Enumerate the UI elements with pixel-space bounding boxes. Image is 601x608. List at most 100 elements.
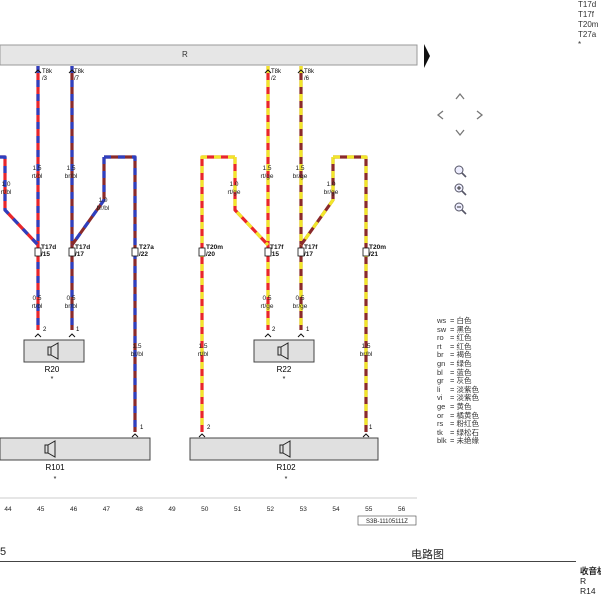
wire-size: 1.5 bbox=[66, 165, 75, 172]
column-number: 56 bbox=[398, 506, 406, 513]
legend-row: rs= 粉红色 bbox=[437, 419, 479, 429]
side-note-item: T20m bbox=[578, 20, 599, 29]
component-r101: R101 * 1 bbox=[0, 425, 151, 483]
legend-row: sw= 黑色 bbox=[437, 324, 479, 335]
pin-code: T8k bbox=[271, 69, 282, 75]
pin-label-p2: T8k /7 bbox=[74, 69, 85, 82]
zoom-fit-icon[interactable] bbox=[453, 164, 467, 178]
pin-label-p4: T8k /6 bbox=[304, 69, 315, 82]
terminal-arrow bbox=[297, 333, 305, 338]
wire-color: rt/bl bbox=[1, 189, 12, 196]
pin-num: /6 bbox=[304, 76, 310, 82]
legend-meaning: = 蓝色 bbox=[450, 367, 472, 377]
legend-code: ws bbox=[437, 316, 447, 325]
connector-code: T27a bbox=[139, 244, 154, 251]
legend-code: gn bbox=[437, 358, 446, 368]
side-note-item: T17d bbox=[578, 0, 597, 9]
legend-meaning: = 淡紫色 bbox=[450, 384, 479, 394]
pin-num: /2 bbox=[271, 76, 277, 82]
connector-glyph bbox=[362, 247, 370, 257]
legend-row: gn= 绿色 bbox=[437, 358, 479, 369]
pin-num: /7 bbox=[74, 76, 80, 82]
wire-color: br/bl bbox=[65, 173, 78, 180]
component-name: R22 bbox=[277, 365, 292, 374]
side-note-item: T17f bbox=[578, 10, 595, 19]
speaker-cone bbox=[50, 342, 59, 360]
legend-code: bl bbox=[437, 367, 443, 377]
legend-meaning: = 橘黄色 bbox=[450, 410, 479, 420]
wire-br-bl-48 bbox=[104, 155, 137, 432]
column-number: 53 bbox=[300, 506, 308, 513]
terminal-arrow bbox=[68, 69, 76, 74]
wire-layer bbox=[0, 66, 368, 432]
legend-meaning: = 红色 bbox=[450, 341, 472, 351]
footer-title: 电路图 bbox=[411, 549, 444, 561]
connector-glyph bbox=[198, 247, 206, 257]
legend-meaning: = 红色 bbox=[450, 333, 472, 343]
wire-size: 1.0 bbox=[98, 197, 107, 204]
legend-row: or = 橘黄色 bbox=[437, 410, 479, 421]
chevron-down-icon[interactable] bbox=[454, 127, 466, 139]
wire-size: 1.0 bbox=[229, 181, 238, 188]
terminal-arrow bbox=[264, 69, 272, 74]
wire-color: rt/ge bbox=[260, 303, 273, 310]
connector-glyph bbox=[131, 247, 139, 257]
terminal-arrow bbox=[34, 69, 42, 74]
legend-row: br= 褐色 bbox=[437, 351, 479, 360]
bottom-info-title: 收音机 bbox=[580, 566, 601, 576]
wire-color: br/bl bbox=[97, 205, 110, 212]
legend-row: ge= 黄色 bbox=[437, 402, 479, 412]
bottom-info-item: R14 bbox=[580, 586, 596, 596]
wire-branch-br-bl-stripe bbox=[70, 157, 106, 246]
terminal-number: 2 bbox=[272, 327, 276, 333]
legend-meaning: = 绿松石 bbox=[450, 427, 479, 437]
zoom-in-icon[interactable] bbox=[453, 182, 467, 196]
wire-size: 1.5 bbox=[295, 165, 304, 172]
column-number: 47 bbox=[103, 506, 111, 513]
wire-color: rt/ge bbox=[260, 173, 273, 180]
component-mark: * bbox=[54, 476, 57, 483]
terminal-arrow bbox=[34, 333, 42, 338]
r20-body bbox=[23, 339, 85, 363]
pin-label-p3: T8k /2 bbox=[271, 69, 282, 82]
component-mark: * bbox=[283, 376, 286, 383]
connector-num: /15 bbox=[270, 251, 279, 258]
connector-num: /17 bbox=[304, 251, 313, 258]
legend-meaning: = 淡紫色 bbox=[450, 393, 479, 403]
terminal-number: 1 bbox=[306, 327, 310, 333]
wire-rt-ge-50 bbox=[200, 155, 235, 432]
wire-size: 1.5 bbox=[198, 343, 207, 350]
wire-color: br/bl bbox=[65, 303, 78, 310]
wire-color: br/bl bbox=[360, 351, 373, 358]
connector-glyph bbox=[264, 247, 272, 257]
legend-code: blk bbox=[437, 436, 447, 446]
terminal-number: 2 bbox=[43, 327, 47, 333]
page-number-fragment: 5 bbox=[0, 546, 7, 558]
legend-row: ws= 白色 bbox=[437, 316, 479, 326]
terminal-arrow bbox=[297, 69, 305, 74]
legend-code: or bbox=[437, 410, 444, 420]
connector-glyph bbox=[297, 247, 305, 257]
chevron-right-icon[interactable] bbox=[474, 109, 486, 121]
zoom-out-icon[interactable] bbox=[453, 201, 467, 215]
legend-row: bl = 蓝色 bbox=[437, 367, 479, 378]
r101-body bbox=[0, 437, 151, 461]
wire-size: 1.0 bbox=[326, 181, 335, 188]
pin-label-p1: T8k /3 bbox=[42, 69, 53, 82]
legend-row: gr= 灰色 bbox=[437, 376, 479, 386]
chevron-left-icon[interactable] bbox=[434, 109, 446, 121]
page-next-arrow-icon[interactable] bbox=[424, 44, 430, 68]
legend-row: vi= 淡紫色 bbox=[437, 394, 479, 403]
legend-meaning: = 黑色 bbox=[450, 324, 472, 334]
connector-code: T20m bbox=[206, 244, 223, 251]
doc-code-box bbox=[357, 515, 417, 526]
component-mark: * bbox=[285, 476, 288, 483]
speaker-cone bbox=[47, 440, 56, 458]
wire-size: 1.5 bbox=[32, 165, 41, 172]
component-name: R101 bbox=[45, 463, 65, 472]
chevron-up-icon[interactable] bbox=[454, 90, 466, 102]
speaker-cone bbox=[282, 440, 291, 458]
legend-meaning: = 粉红色 bbox=[450, 419, 479, 429]
legend-row: tk= 绿松石 bbox=[437, 427, 479, 438]
